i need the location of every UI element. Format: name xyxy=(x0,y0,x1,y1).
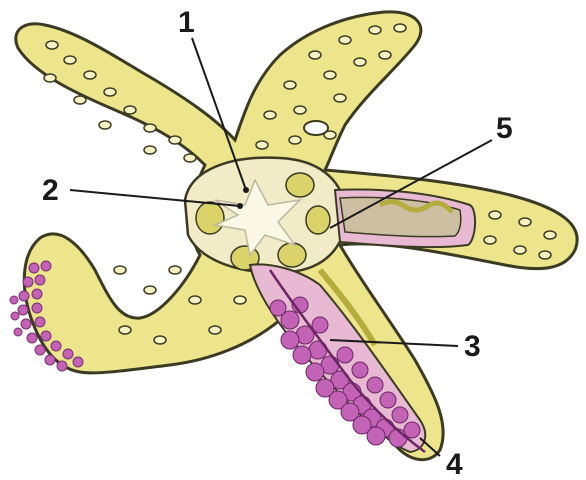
label-1: 1 xyxy=(178,6,195,39)
label-5: 5 xyxy=(496,112,513,145)
label-4: 4 xyxy=(446,448,463,480)
label-3: 3 xyxy=(464,330,481,363)
pointer-dot-1 xyxy=(243,187,249,193)
pointer-dot-2 xyxy=(237,203,243,209)
madreporite xyxy=(304,121,328,135)
label-2: 2 xyxy=(42,174,59,207)
